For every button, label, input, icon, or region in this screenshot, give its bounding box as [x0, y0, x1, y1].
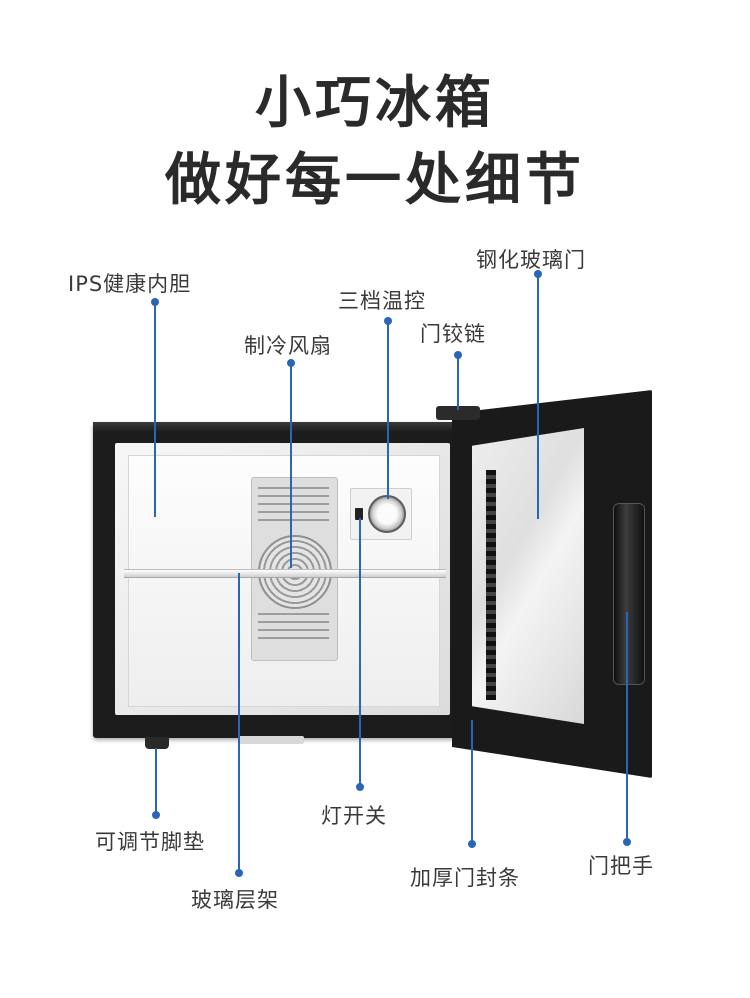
callout-line: [471, 720, 473, 844]
callout-line: [155, 748, 157, 814]
callout-line: [359, 518, 361, 786]
door-hinge: [436, 406, 480, 420]
vent-slot: [258, 495, 329, 497]
label-fan: 制冷风扇: [244, 334, 332, 358]
vent-slot: [258, 503, 329, 505]
vent-slot: [258, 629, 329, 631]
door-seal: [486, 470, 496, 700]
label-glass-shelf: 玻璃层架: [191, 888, 279, 912]
callout-line: [387, 321, 389, 499]
thermostat-knob-icon: [368, 495, 406, 533]
callout-line: [457, 355, 459, 410]
callout-dot: [152, 811, 160, 819]
label-hinge: 门铰链: [420, 322, 486, 346]
callout-dot: [235, 869, 243, 877]
label-thermostat: 三档温控: [338, 289, 426, 313]
label-door-seal: 加厚门封条: [410, 866, 520, 890]
callout-line: [238, 573, 240, 873]
callout-dot: [623, 838, 631, 846]
vent-slot: [258, 487, 329, 489]
title-line1: 小巧冰箱: [255, 71, 495, 136]
callout-line: [626, 612, 628, 842]
callout-line: [290, 363, 292, 568]
vent-slot: [258, 613, 329, 615]
bottom-vent: [238, 736, 304, 744]
callout-dot: [356, 783, 364, 791]
light-switch-icon: [355, 508, 363, 520]
vent-slot: [258, 519, 329, 521]
vent-slot: [258, 511, 329, 513]
label-door-handle: 门把手: [588, 854, 654, 878]
glass-shelf: [124, 569, 446, 578]
fridge-top-edge: [93, 422, 471, 432]
label-light-switch: 灯开关: [321, 804, 387, 828]
title-line2: 做好每一处细节: [165, 148, 585, 213]
label-adjustable-feet: 可调节脚垫: [95, 830, 205, 854]
vent-slot: [258, 637, 329, 639]
callout-line: [154, 302, 156, 517]
callout-line: [537, 274, 539, 519]
door-handle: [613, 503, 645, 685]
label-ips-liner: IPS健康内胆: [68, 272, 192, 296]
label-glass-door: 钢化玻璃门: [476, 248, 586, 272]
callout-dot: [468, 840, 476, 848]
adjustable-foot-left: [145, 737, 169, 749]
vent-slot: [258, 621, 329, 623]
